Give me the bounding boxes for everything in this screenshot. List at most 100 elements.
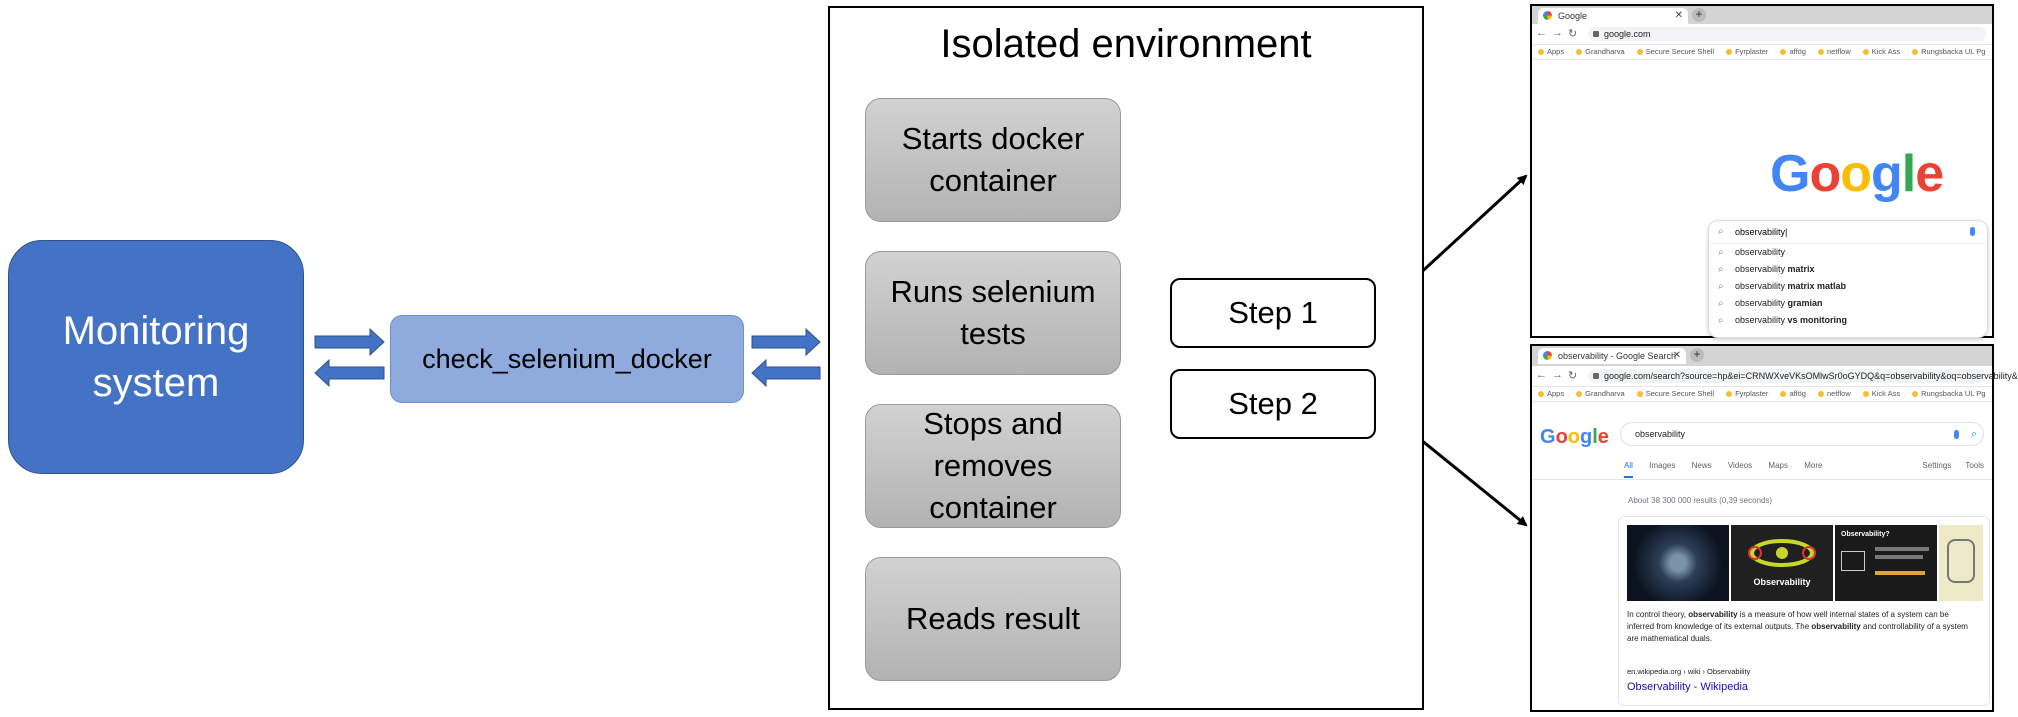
bookmark-item[interactable]: affög xyxy=(1780,45,1806,59)
image-caption: Observability xyxy=(1753,577,1811,587)
logo-letter: G xyxy=(1540,426,1556,448)
browser-tabbar: Google ✕ + xyxy=(1532,6,1992,24)
suggestion-text: observability xyxy=(1735,264,1788,274)
suggestion-text: observability xyxy=(1735,281,1788,291)
bookmark-item[interactable]: Grandharva xyxy=(1576,45,1625,59)
microphone-icon[interactable] xyxy=(1970,227,1975,236)
tab-more[interactable]: More xyxy=(1804,461,1823,470)
microphone-icon[interactable] xyxy=(1954,430,1959,439)
suggestion-item[interactable]: observability gramian xyxy=(1709,295,1987,312)
search-input[interactable]: ⌕ observability| xyxy=(1709,221,1987,244)
image-strip: Observability Observability? xyxy=(1627,525,1983,601)
settings-link[interactable]: Settings xyxy=(1922,461,1952,470)
suggestion-item[interactable]: observability vs monitoring xyxy=(1709,312,1987,329)
new-tab-icon[interactable]: + xyxy=(1692,8,1706,22)
tab-news[interactable]: News xyxy=(1691,461,1712,470)
browser-tab[interactable]: observability - Google Search ✕ xyxy=(1538,348,1686,364)
check-selenium-docker-box: check_selenium_docker xyxy=(390,315,744,403)
snippet-keyword: observability xyxy=(1688,610,1738,619)
result-source: en.wikipedia.org › wiki › Observability xyxy=(1627,667,1751,676)
logo-letter: o xyxy=(1840,145,1872,203)
process-run-tests: Runs selenium tests xyxy=(865,251,1121,375)
back-icon[interactable]: ← xyxy=(1536,27,1547,39)
process-stop-container: Stops and removes container xyxy=(865,404,1121,528)
logo-letter: e xyxy=(1915,145,1944,203)
process-label: Stops and removes container xyxy=(923,406,1063,525)
diagram-icon xyxy=(1841,551,1865,571)
arrow-check-to-env xyxy=(751,327,821,357)
logo-letter: g xyxy=(1580,426,1593,448)
reload-icon[interactable]: ↻ xyxy=(1568,370,1578,382)
tab-videos[interactable]: Videos xyxy=(1727,461,1753,470)
suggestion-text: observability xyxy=(1735,247,1786,257)
eye-logo-icon xyxy=(1748,539,1816,567)
tab-maps[interactable]: Maps xyxy=(1768,461,1788,470)
image-thumbnail[interactable]: Observability? xyxy=(1835,525,1937,601)
screenshot-google-home: Google ✕ + ← → ↻ google.com Apps Grandhar… xyxy=(1530,4,1994,338)
suggestion-text: observability xyxy=(1735,315,1788,325)
knowledge-panel: Observability Observability? In control … xyxy=(1618,516,1990,706)
suggestion-bold-text: matrix matlab xyxy=(1787,281,1847,291)
tools-link[interactable]: Tools xyxy=(1965,461,1984,470)
arrow-monitor-to-check xyxy=(314,327,385,357)
process-label: Reads result xyxy=(905,601,1081,636)
search-icon[interactable]: ⌕ xyxy=(1970,428,1977,440)
bookmark-item[interactable]: netflow xyxy=(1818,387,1851,401)
image-thumbnail[interactable]: Observability xyxy=(1731,525,1833,601)
arrow-check-to-monitor xyxy=(314,358,385,388)
bookmark-item[interactable]: Fyrplaster xyxy=(1726,387,1768,401)
logo-letter: l xyxy=(1592,426,1598,448)
close-icon[interactable]: ✕ xyxy=(1672,350,1681,361)
browser-tab[interactable]: Google ✕ xyxy=(1538,8,1688,24)
bookmark-item[interactable]: Secure Secure Shell xyxy=(1637,45,1714,59)
result-link[interactable]: Observability - Wikipedia xyxy=(1627,681,1749,693)
reload-icon[interactable]: ↻ xyxy=(1568,28,1578,40)
image-thumbnail[interactable] xyxy=(1627,525,1729,601)
google-logo[interactable]: Google xyxy=(1540,426,1609,449)
bookmark-item[interactable]: Secure Secure Shell xyxy=(1637,387,1714,401)
sketch-icon xyxy=(1947,539,1975,583)
snippet-text: and controllability of a system are math… xyxy=(1627,622,1968,643)
logo-letter: o xyxy=(1567,426,1580,448)
step-1-box: Step 1 xyxy=(1170,278,1376,348)
bookmark-item[interactable]: Fyrplaster xyxy=(1726,45,1768,59)
suggestion-item[interactable]: observability matrix xyxy=(1709,261,1987,278)
bookmark-item[interactable]: Apps xyxy=(1538,45,1564,59)
text-lines-icon xyxy=(1875,555,1923,559)
suggestion-item[interactable]: observability xyxy=(1709,244,1987,261)
address-bar[interactable]: google.com/search?source=hp&ei=CRNWXveVK… xyxy=(1588,369,2018,383)
bookmark-item[interactable]: Rungsbacka UL Pg xyxy=(1912,387,1985,401)
close-icon[interactable]: ✕ xyxy=(1674,10,1683,21)
bookmark-item[interactable]: Apps xyxy=(1538,387,1564,401)
bookmark-item[interactable]: Kick Ass xyxy=(1863,387,1900,401)
monitoring-system-label: Monitoring system xyxy=(62,309,250,405)
monitoring-system-box: Monitoring system xyxy=(8,240,304,474)
step-label: Step 1 xyxy=(1228,295,1318,330)
address-bar-row: ← → ↻ google.com xyxy=(1532,24,1992,45)
logo-letter: g xyxy=(1870,145,1903,203)
search-query: observability xyxy=(1635,429,1686,439)
forward-icon[interactable]: → xyxy=(1552,27,1563,39)
image-thumbnail[interactable] xyxy=(1939,525,1983,601)
back-icon[interactable]: ← xyxy=(1536,369,1547,381)
process-label: Starts docker container xyxy=(901,121,1085,198)
suggestion-item[interactable]: observability matrix matlab xyxy=(1709,278,1987,295)
address-bar-row: ← → ↻ google.com/search?source=hp&ei=CRN… xyxy=(1532,366,2018,387)
bookmark-item[interactable]: Rungsbacka UL Pg xyxy=(1912,45,1985,59)
image-caption: Observability? xyxy=(1841,531,1890,538)
process-start-container: Starts docker container xyxy=(865,98,1121,222)
tab-all[interactable]: All xyxy=(1624,461,1633,478)
bookmark-item[interactable]: netflow xyxy=(1818,45,1851,59)
bookmark-item[interactable]: Kick Ass xyxy=(1863,45,1900,59)
screenshot-google-results: observability - Google Search ✕ + ← → ↻ … xyxy=(1530,344,2018,712)
bookmark-item[interactable]: affög xyxy=(1780,387,1806,401)
address-bar[interactable]: google.com xyxy=(1588,27,1986,41)
forward-icon[interactable]: → xyxy=(1552,369,1563,381)
search-input[interactable]: observability ⌕ xyxy=(1620,422,1984,446)
bookmark-item[interactable]: Grandharva xyxy=(1576,387,1625,401)
suggestion-list: observabilityobservability matrixobserva… xyxy=(1709,244,1987,329)
new-tab-icon[interactable]: + xyxy=(1690,348,1704,362)
logo-letter: e xyxy=(1597,426,1609,448)
suggestion-text: observability xyxy=(1735,298,1788,308)
tab-images[interactable]: Images xyxy=(1649,461,1676,470)
